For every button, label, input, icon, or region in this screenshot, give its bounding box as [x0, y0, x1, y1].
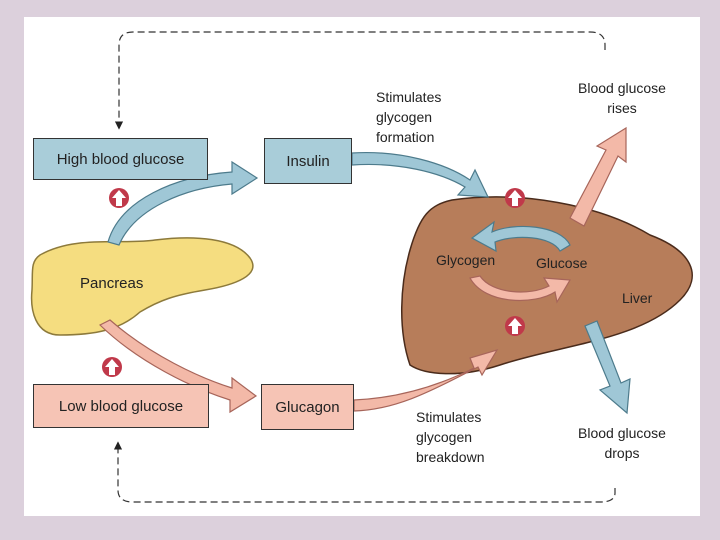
glucagon-to-liver-arrow [353, 348, 499, 412]
glucose-label: Glucose [536, 255, 588, 271]
glucose-rises-note: Blood glucose rises [578, 80, 666, 116]
liver-shape [401, 196, 693, 375]
marker-liver-bottom-icon [505, 316, 525, 336]
low-blood-glucose-label: Low blood glucose [58, 397, 184, 415]
marker-liver-top-icon [505, 188, 525, 208]
pancreas-to-insulin-arrow [107, 160, 259, 246]
feedback-loop-top [114, 31, 606, 130]
marker-low-glucose-icon [102, 357, 122, 377]
glucose-drops-arrow [584, 320, 631, 415]
stimulates-breakdown-note: Stimulates glycogen breakdown [416, 409, 485, 465]
glucagon-label: Glucagon [275, 398, 340, 416]
pancreas-to-glucagon-arrow [98, 319, 258, 414]
glycogen-label: Glycogen [436, 252, 496, 268]
marker-high-glucose-icon [109, 188, 129, 208]
glucose-rises-arrow [569, 126, 627, 227]
stimulates-formation-note: Stimulates glycogen formation [376, 89, 442, 145]
glucose-drops-note: Blood glucose drops [578, 425, 666, 461]
pancreas-shape [30, 237, 254, 336]
insulin-box: Insulin [264, 138, 352, 184]
high-blood-glucose-label: High blood glucose [56, 150, 185, 168]
high-blood-glucose-box: High blood glucose [33, 138, 208, 180]
pancreas-label: Pancreas [80, 275, 144, 292]
glucagon-box: Glucagon [261, 384, 354, 430]
liver-label: Liver [622, 290, 653, 306]
feedback-loop-bottom [113, 441, 616, 503]
low-blood-glucose-box: Low blood glucose [33, 384, 209, 428]
insulin-to-liver-arrow [351, 151, 489, 198]
glycogen-to-glucose-arrow [469, 275, 572, 304]
insulin-label: Insulin [286, 152, 330, 170]
glucose-to-glycogen-arrow [470, 220, 571, 253]
